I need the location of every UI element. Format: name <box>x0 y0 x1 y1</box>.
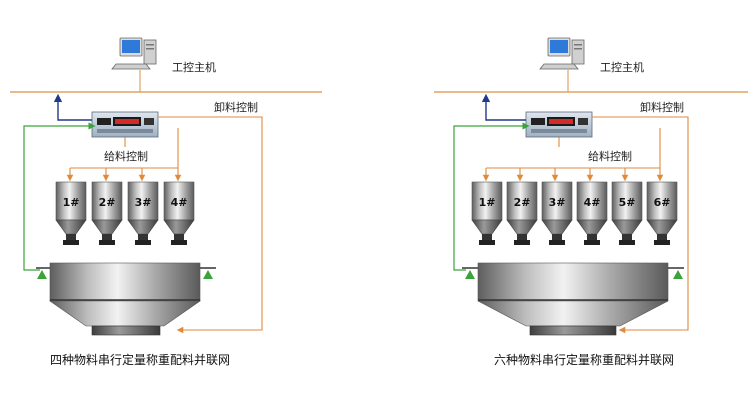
hopper-label: 3# <box>135 196 152 209</box>
hopper-label: 2# <box>99 196 116 209</box>
host-label: 工控主机 <box>600 60 644 74</box>
hopper <box>611 181 643 245</box>
hopper <box>91 181 123 245</box>
feed-label: 给料控制 <box>104 149 148 163</box>
hopper <box>163 181 195 245</box>
weighing-controller <box>525 111 593 138</box>
hopper <box>541 181 573 245</box>
diagram-left: 工控主机 卸料控制 给料控制 1# <box>10 37 322 367</box>
hopper <box>55 181 87 245</box>
hopper-label: 1# <box>479 196 496 209</box>
load-cell-icon <box>37 270 47 279</box>
hopper <box>576 181 608 245</box>
hopper-label: 4# <box>171 196 188 209</box>
discharge-line <box>592 116 689 334</box>
hopper-label: 2# <box>514 196 531 209</box>
hopper <box>646 181 678 245</box>
caption: 六种物料串行定量称重配料并联网 <box>494 352 674 367</box>
weighing-hopper <box>36 262 216 336</box>
caption: 四种物料串行定量称重配料并联网 <box>50 352 230 367</box>
hopper <box>471 181 503 245</box>
computer-icon <box>111 37 157 70</box>
hopper-label: 5# <box>619 196 636 209</box>
weighing-hopper <box>462 262 684 336</box>
computer-icon <box>539 37 585 70</box>
load-cell-icon <box>203 270 213 279</box>
load-cell-icon <box>465 270 475 279</box>
hopper <box>127 181 159 245</box>
feed-label: 给料控制 <box>588 149 632 163</box>
feedback-line <box>453 122 530 271</box>
host-label: 工控主机 <box>172 60 216 74</box>
discharge-line <box>158 116 263 334</box>
diagram-right: 工控主机 卸料控制 给料控制 1# <box>434 37 748 367</box>
discharge-label: 卸料控制 <box>640 100 684 114</box>
hopper-label: 6# <box>654 196 671 209</box>
hopper-label: 3# <box>549 196 566 209</box>
weighing-controller <box>91 111 159 138</box>
feedback-line <box>23 122 96 271</box>
hopper-label: 4# <box>584 196 601 209</box>
signal-line <box>53 93 92 121</box>
signal-line <box>481 93 526 121</box>
hopper-label: 1# <box>63 196 80 209</box>
discharge-label: 卸料控制 <box>214 100 258 114</box>
load-cell-icon <box>673 270 683 279</box>
hopper <box>506 181 538 245</box>
